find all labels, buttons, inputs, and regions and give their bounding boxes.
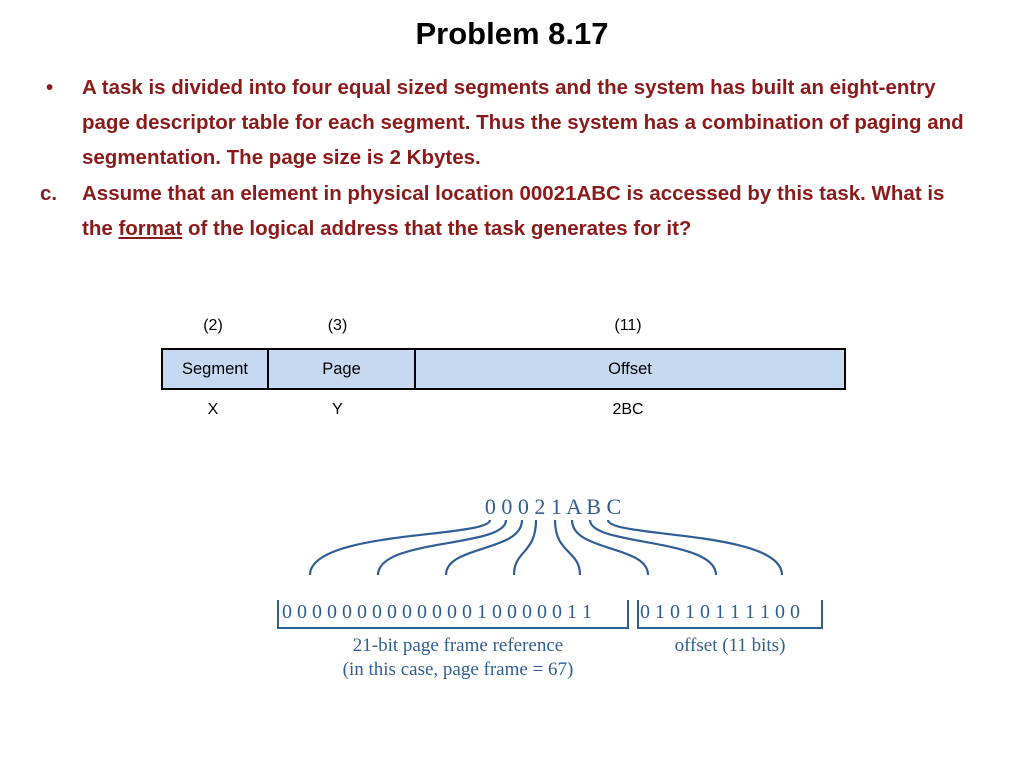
hex-to-binary-braces: [308, 519, 784, 576]
format-row: Segment Page Offset: [161, 348, 846, 390]
bullet-item-task: • A task is divided into four equal size…: [40, 70, 980, 175]
address-translation-diagram: 0 0 0 2 1 A B C 0 0 0 0 0 0 0 0 0 0 0 0 …: [277, 494, 823, 680]
offset-bracket: [637, 600, 823, 629]
segment-field: Segment: [161, 348, 269, 390]
bullet-item-question-c: c. Assume that an element in physical lo…: [40, 176, 980, 246]
brace-2: [376, 519, 508, 576]
logical-address-format-table: Segment Page Offset: [161, 348, 846, 390]
segment-value: X: [207, 401, 219, 418]
binary-frame-bits: 0 0 0 0 0 0 0 0 0 0 0 0 0 1 0 0 0 0 0 1 …: [282, 601, 592, 623]
field-brackets: [277, 600, 823, 629]
question-text-before: Assume that an element in physical locat…: [82, 182, 945, 240]
question-text-after: of the logical address that the task gen…: [182, 217, 692, 240]
offset-label: offset (11 bits): [675, 635, 786, 656]
brace-8: [606, 519, 784, 576]
question-text: Assume that an element in physical locat…: [82, 176, 980, 246]
bullet-marker: •: [46, 76, 54, 99]
brace-3: [444, 519, 524, 576]
hex-address: 0 0 0 2 1 A B C: [485, 494, 621, 519]
brace-1: [308, 519, 492, 576]
offset-value: 2BC: [612, 401, 644, 418]
frame-label-line1: 21-bit page frame reference: [353, 635, 563, 656]
offset-field: Offset: [414, 348, 846, 390]
brace-5: [553, 519, 582, 576]
brace-7: [588, 519, 718, 576]
frame-bracket: [277, 600, 629, 629]
bullet-marker: c.: [40, 182, 58, 205]
page-bit-count: (3): [327, 317, 348, 334]
page-field: Page: [267, 348, 416, 390]
frame-label-line2: (in this case, page frame = 67): [343, 659, 574, 680]
offset-bit-count: (11): [614, 317, 642, 334]
binary-offset-bits: 0 1 0 1 0 1 1 1 1 0 0: [640, 601, 800, 623]
bullet-text: A task is divided into four equal sized …: [82, 76, 964, 169]
brace-6: [570, 519, 650, 576]
question-text-underlined: format: [118, 217, 183, 240]
page-value: Y: [332, 401, 343, 418]
brace-4: [512, 519, 538, 576]
slide-title: Problem 8.17: [415, 16, 609, 51]
segment-bit-count: (2): [203, 317, 223, 334]
